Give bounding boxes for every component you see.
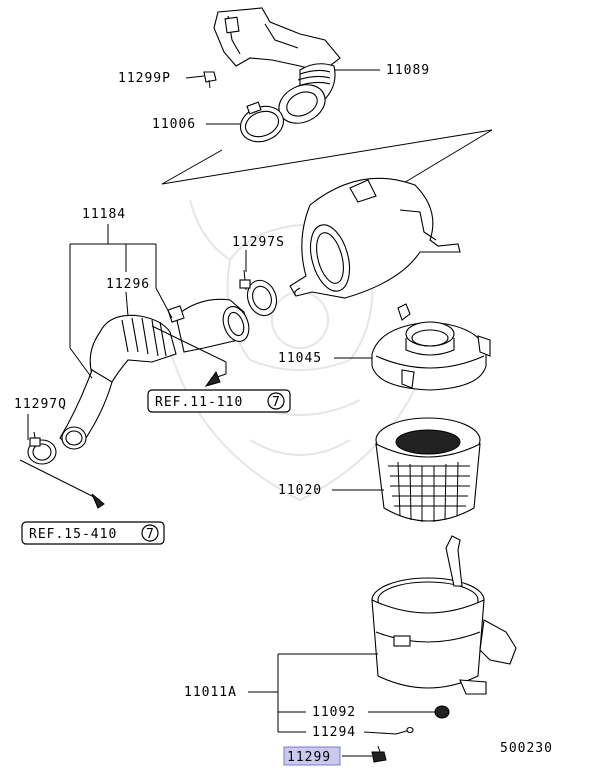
ref-11-110-text: REF.11-110	[155, 395, 243, 410]
part-11020-filter[interactable]	[375, 417, 481, 522]
filter-mesh	[388, 461, 470, 522]
part-11297q-clamp[interactable]	[27, 431, 57, 465]
label-11297q[interactable]: 11297Q	[14, 397, 67, 412]
label-11045[interactable]: 11045	[278, 351, 322, 366]
label-11092[interactable]: 11092	[312, 705, 356, 720]
diagram-id: 500230	[500, 741, 553, 756]
ref-15-410-circle: 7	[146, 527, 154, 542]
label-11006[interactable]: 11006	[152, 117, 196, 132]
part-11299p-bolt[interactable]	[203, 71, 217, 89]
part-11294-pin[interactable]	[395, 726, 414, 735]
part-11092-nut[interactable]	[434, 705, 450, 719]
part-11089-duct[interactable]	[213, 7, 341, 130]
label-11299-highlighted[interactable]: 11299	[283, 746, 341, 766]
label-11297s[interactable]: 11297S	[232, 235, 285, 250]
air-cleaner-upper-cover[interactable]	[289, 177, 461, 299]
part-11011a-case[interactable]	[371, 535, 517, 695]
ref-15-410-text: REF.15-410	[29, 527, 117, 542]
part-11006-clamp[interactable]	[236, 101, 289, 148]
label-11184[interactable]: 11184	[82, 207, 126, 222]
separator-lines	[161, 129, 493, 185]
label-11294[interactable]: 11294	[312, 725, 356, 740]
part-11297s-clamp[interactable]	[239, 269, 281, 320]
part-11184-hose[interactable]	[59, 314, 177, 450]
label-11299p[interactable]: 11299P	[118, 71, 171, 86]
label-11020[interactable]: 11020	[278, 483, 322, 498]
label-11296[interactable]: 11296	[106, 277, 150, 292]
part-11045-cover[interactable]	[371, 303, 491, 391]
ref-box-11-110[interactable]: REF.11-110 7	[147, 389, 291, 413]
leader-lines	[19, 69, 436, 757]
ref-box-15-410[interactable]: REF.15-410 7	[21, 521, 165, 545]
label-11299[interactable]: 11299	[287, 750, 331, 765]
part-11299-bolt[interactable]	[371, 745, 387, 763]
label-11089[interactable]: 11089	[386, 63, 430, 78]
ref-11-110-circle: 7	[272, 395, 280, 410]
label-11011a[interactable]: 11011A	[184, 685, 237, 700]
